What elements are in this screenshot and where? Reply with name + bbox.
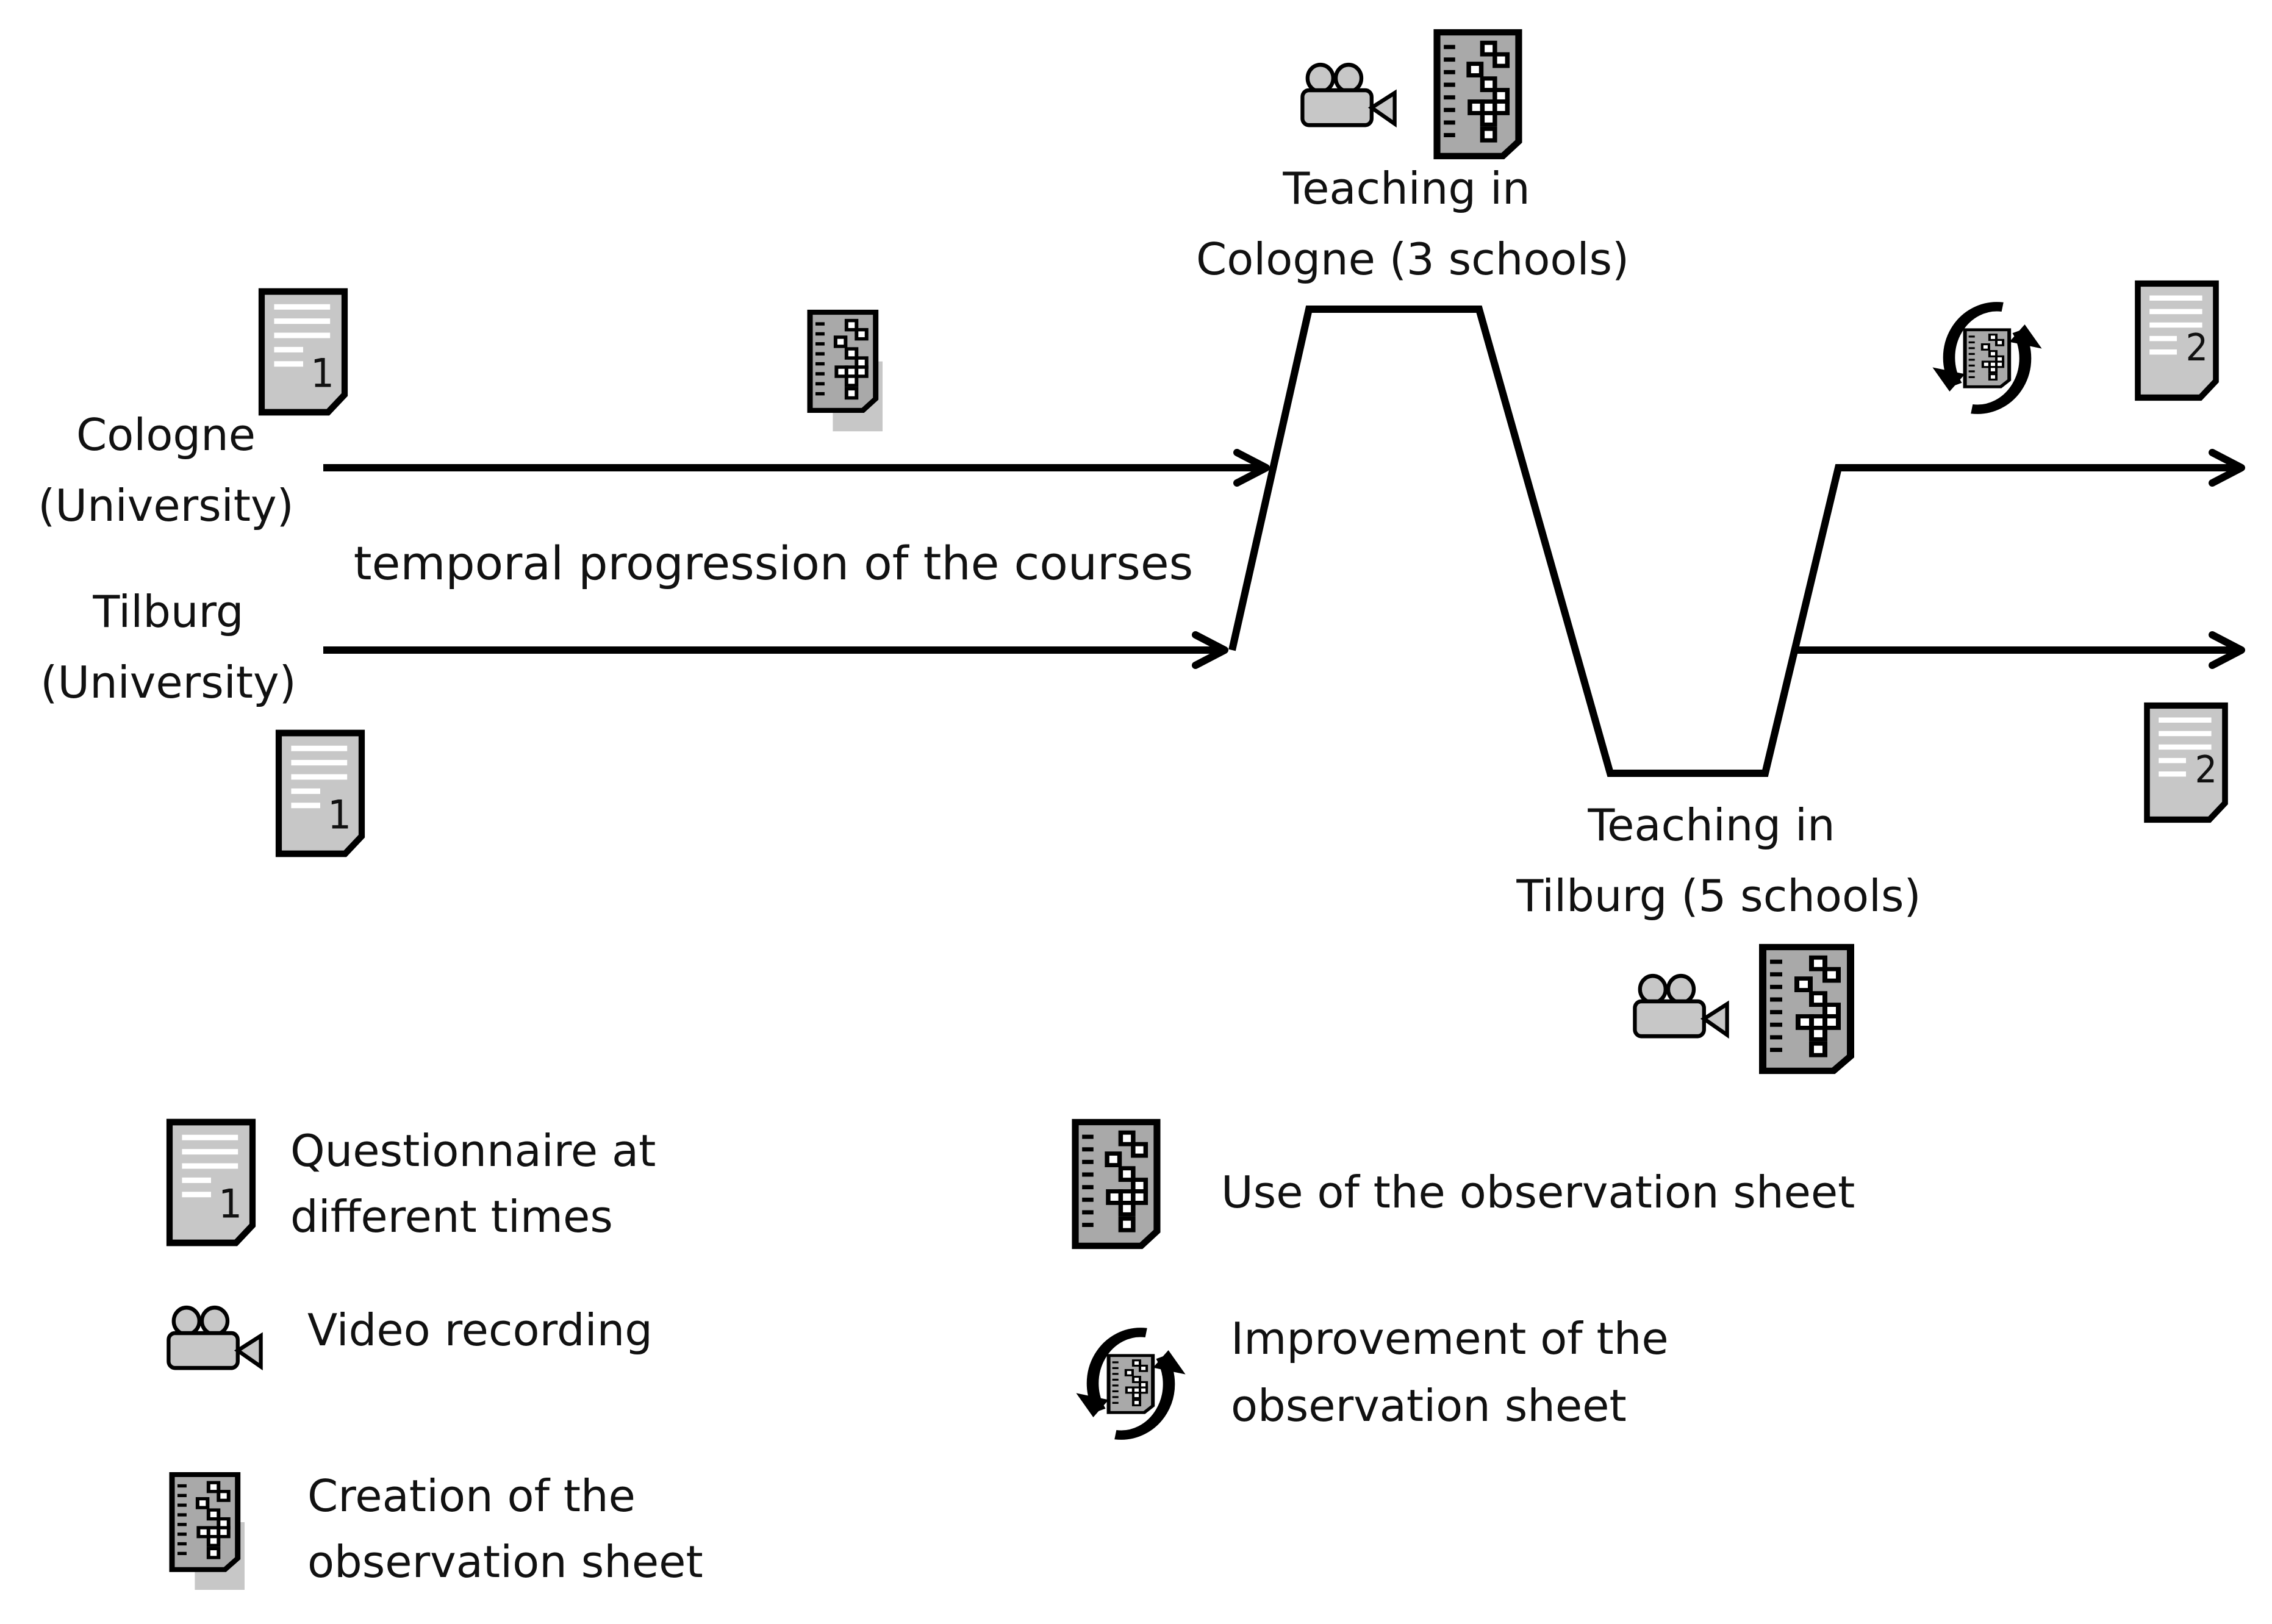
observation-sheet-creation-icon <box>172 1475 245 1590</box>
video-camera-icon <box>1302 65 1394 125</box>
video-camera-icon <box>1635 976 1727 1036</box>
teaching-tilburg-label-line2: Tilburg (5 schools) <box>1516 870 1921 921</box>
questionnaire-icon: 2 <box>2147 706 2225 820</box>
questionnaire-icon: 1 <box>262 292 345 412</box>
legend-improvement-label-line1: Improvement of the <box>1231 1313 1669 1364</box>
tilburg-university-label-line1: Tilburg <box>92 586 243 637</box>
legend-questionnaire-label-line1: Questionnaire at <box>290 1125 656 1176</box>
observation-sheet-improvement-icon <box>1932 307 2041 409</box>
questionnaire-icon: 1 <box>279 733 362 854</box>
cologne-university-label-line1: Cologne <box>76 409 256 460</box>
progression-label: temporal progression of the courses <box>354 536 1193 590</box>
observation-sheet-icon <box>1763 947 1851 1071</box>
questionnaire-icon: 1 <box>170 1122 253 1243</box>
legend-questionnaire-number: 1 <box>218 1181 242 1227</box>
video-camera-icon <box>168 1307 260 1368</box>
cologne-course-line <box>323 449 1270 487</box>
questionnaire-number: 2 <box>2195 748 2218 792</box>
questionnaire-number: 1 <box>328 792 351 838</box>
legend-creation-label-line2: observation sheet <box>307 1536 703 1587</box>
questionnaire-number: 2 <box>2186 326 2209 370</box>
observation-sheet-improvement-icon <box>1076 1332 1185 1435</box>
observation-sheet-icon <box>1437 32 1519 156</box>
observation-sheet-icon <box>1075 1122 1157 1246</box>
teaching-cologne-label-line2: Cologne (3 schools) <box>1196 234 1629 285</box>
observation-sheet-creation-icon <box>810 312 883 431</box>
cologne-university-label-line2: (University) <box>38 480 293 531</box>
cologne-end-arrowhead <box>2209 449 2245 487</box>
legend-video-label: Video recording <box>307 1304 653 1356</box>
teaching-tilburg-label-line1: Teaching in <box>1587 799 1835 851</box>
legend-questionnaire-label-line2: different times <box>290 1191 613 1242</box>
tilburg-end-arrowhead <box>2209 631 2245 669</box>
tilburg-university-label-line2: (University) <box>40 657 296 708</box>
legend: 1 Questionnaire at different times Video… <box>168 1122 1855 1590</box>
teaching-cologne-label-line1: Teaching in <box>1282 163 1530 214</box>
cologne-teaching-path <box>1228 306 2242 777</box>
legend-creation-label-line1: Creation of the <box>307 1470 636 1522</box>
questionnaire-icon: 2 <box>2138 284 2216 398</box>
legend-improvement-label-line2: observation sheet <box>1231 1380 1627 1431</box>
legend-use-label: Use of the observation sheet <box>1221 1167 1855 1218</box>
tilburg-course-line <box>323 631 1228 669</box>
questionnaire-number: 1 <box>310 351 334 396</box>
